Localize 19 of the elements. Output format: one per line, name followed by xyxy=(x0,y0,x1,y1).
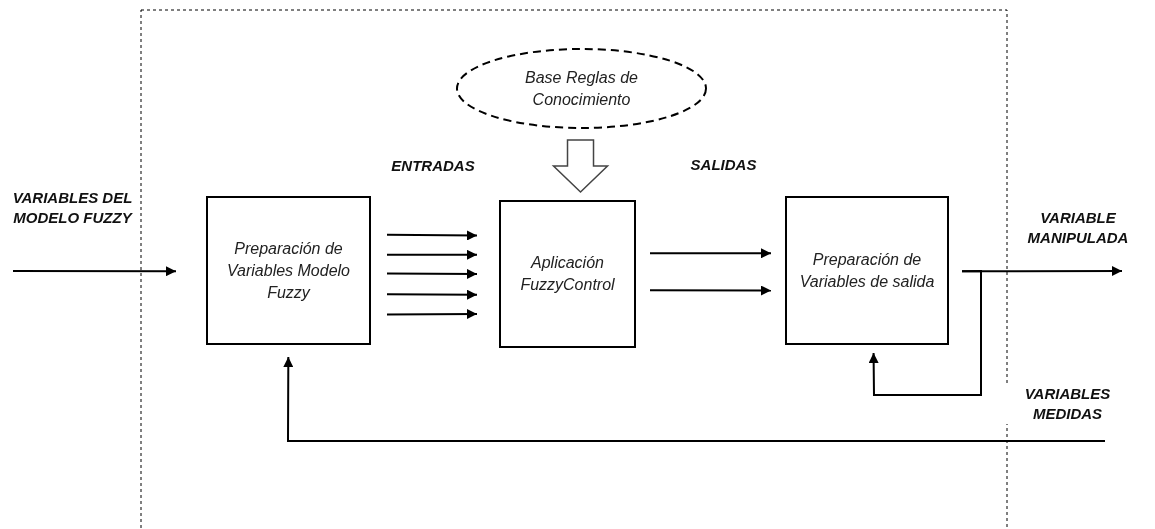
arrow xyxy=(649,248,772,259)
process-box xyxy=(499,200,636,348)
process-box xyxy=(206,196,371,345)
arrow xyxy=(386,249,478,260)
node-text: Preparación de Variables Modelo Fuzzy xyxy=(226,238,351,303)
arrow xyxy=(386,268,478,279)
arrow xyxy=(386,289,478,300)
arrow xyxy=(868,270,982,396)
arrow xyxy=(12,266,177,277)
node-text: Preparación de Variables de salida xyxy=(798,249,936,292)
arrow xyxy=(386,309,478,319)
process-box xyxy=(785,196,949,345)
knowledge-base-ellipse xyxy=(455,47,708,130)
node-text: Aplicación FuzzyControl xyxy=(519,253,616,295)
arrow xyxy=(386,230,478,241)
arrow xyxy=(649,285,772,296)
node-text: Base Reglas de Conocimiento xyxy=(524,67,639,110)
block-arrow xyxy=(551,139,610,194)
arrow xyxy=(283,356,1106,442)
